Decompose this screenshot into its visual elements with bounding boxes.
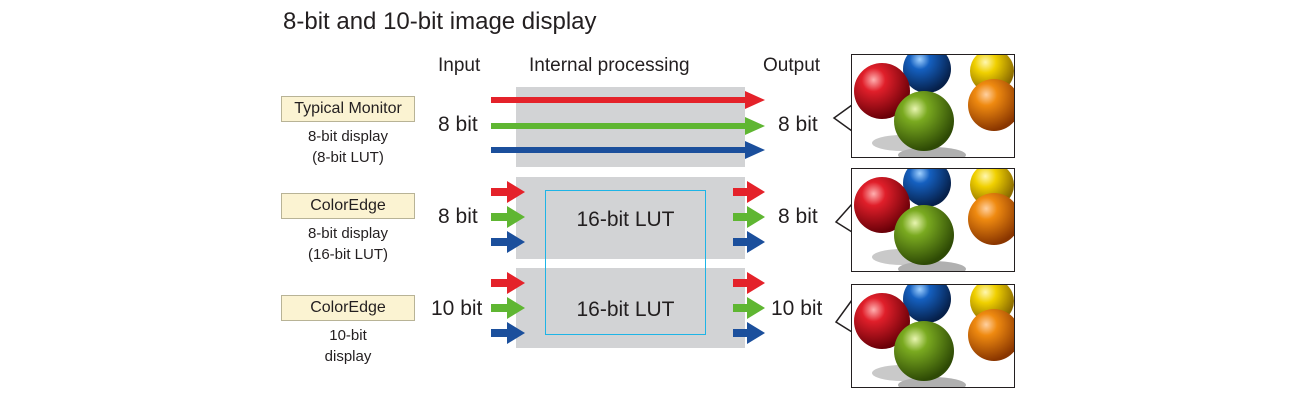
spheres-image-icon <box>854 285 1014 387</box>
row1-pointer-icon <box>832 104 853 132</box>
row2-input-bits: 8 bit <box>438 205 478 228</box>
row2-pointer-icon <box>834 203 853 233</box>
row2-sample-image <box>851 168 1015 272</box>
row2-description: 8-bit display (16-bit LUT) <box>281 223 415 265</box>
spheres-image-icon <box>854 55 1014 157</box>
row2-out-red-arrow-icon <box>733 181 765 203</box>
row1-sample-image <box>851 54 1015 158</box>
row3-in-red-arrow-icon <box>491 272 525 294</box>
lut-label-row2: 16-bit LUT <box>576 208 675 231</box>
row2-output-bits: 8 bit <box>778 205 818 228</box>
row3-out-red-arrow-icon <box>733 272 765 294</box>
row1-description: 8-bit display (8-bit LUT) <box>281 126 415 168</box>
row1-green-arrow-icon <box>491 117 765 135</box>
row3-out-blue-arrow-icon <box>733 322 765 344</box>
row1-blue-arrow-icon <box>491 141 765 159</box>
row3-sample-image <box>851 284 1015 388</box>
row3-in-blue-arrow-icon <box>491 322 525 344</box>
lut-label-row3: 16-bit LUT <box>576 298 675 321</box>
row1-output-bits: 8 bit <box>778 113 818 136</box>
spheres-image-icon <box>854 169 1014 271</box>
row3-description: 10-bit display <box>281 325 415 367</box>
diagram-title: 8-bit and 10-bit image display <box>283 8 597 35</box>
output-column-header: Output <box>763 55 821 76</box>
tag-typical-monitor: Typical Monitor <box>281 96 415 122</box>
row2-out-blue-arrow-icon <box>733 231 765 253</box>
tag-coloredge-10bit: ColorEdge <box>281 295 415 321</box>
row1-input-bits: 8 bit <box>438 113 478 136</box>
tag-coloredge-8bit: ColorEdge <box>281 193 415 219</box>
row3-output-bits: 10 bit <box>771 297 823 320</box>
row1-desc-line2: (8-bit LUT) <box>312 149 384 166</box>
row2-in-blue-arrow-icon <box>491 231 525 253</box>
input-column-header: Input <box>438 55 481 76</box>
row3-out-green-arrow-icon <box>733 297 765 319</box>
row3-in-green-arrow-icon <box>491 297 525 319</box>
row1-desc-line1: 8-bit display <box>307 128 389 145</box>
row2-in-red-arrow-icon <box>491 181 525 203</box>
row3-input-bits: 10 bit <box>431 297 483 320</box>
row2-in-green-arrow-icon <box>491 206 525 228</box>
row1-red-arrow-icon <box>491 91 765 109</box>
processing-column-header: Internal processing <box>529 55 690 76</box>
row3-pointer-icon <box>834 299 853 333</box>
row3-desc-line2: display <box>324 348 372 365</box>
lut-box <box>545 190 706 335</box>
row2-desc-line2: (16-bit LUT) <box>307 246 389 263</box>
row3-desc-line1: 10-bit <box>329 327 367 344</box>
row2-desc-line1: 8-bit display <box>307 225 389 242</box>
row2-out-green-arrow-icon <box>733 206 765 228</box>
